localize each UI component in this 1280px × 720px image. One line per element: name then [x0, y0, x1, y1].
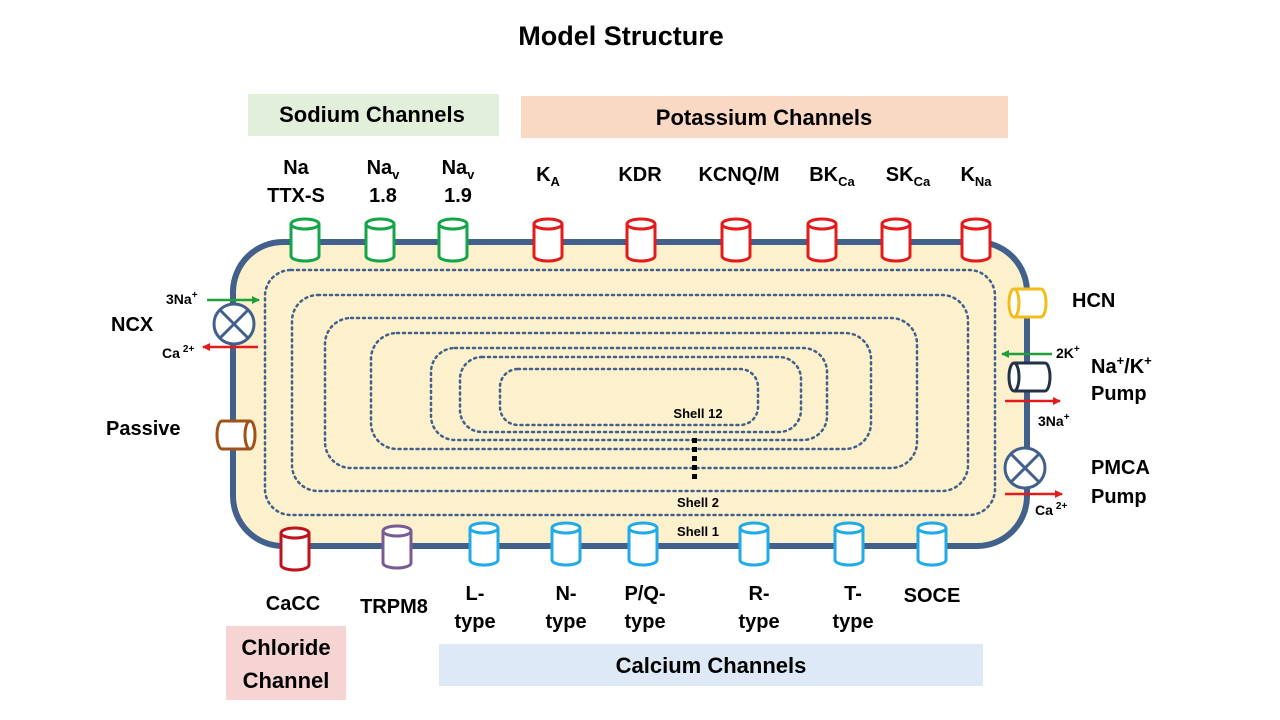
pmca-label-line1: PMCA	[1091, 457, 1150, 479]
soce-label: SOCE	[904, 585, 961, 607]
calcium-category-box	[439, 644, 983, 686]
t-type-label-line2: type	[832, 611, 873, 633]
shell-3-ring	[323, 316, 919, 470]
nak-pump-icon	[1007, 361, 1052, 393]
calcium-channel-pq-type	[627, 521, 659, 567]
r-type-label-line1: R-	[748, 583, 769, 605]
potassium-channel-skca	[880, 217, 912, 263]
pq-type-label-line2: type	[624, 611, 665, 633]
chloride-category-box	[226, 626, 346, 700]
shell-2-label: Shell 2	[677, 495, 719, 510]
potassium-channel-kna	[960, 217, 992, 263]
chloride-category-label-line1: Chloride	[241, 635, 330, 660]
calcium-channel-t-type	[833, 521, 865, 567]
shell-12-ring	[498, 367, 760, 427]
shell-2-ring	[290, 293, 970, 493]
sodium-channel-nav-1-9	[437, 217, 469, 263]
shell-5-ring	[429, 346, 829, 442]
sodium-label-3-line2: 1.9	[444, 185, 472, 207]
sodium-label-3-line1: Nav	[442, 157, 476, 182]
potassium-channel-kcnq-m	[720, 217, 752, 263]
nak-pump-sodium-label: 3Na+	[1038, 412, 1070, 429]
nak-pump-label-line1: Na+/K+	[1091, 353, 1152, 378]
n-type-label-line1: N-	[555, 583, 576, 605]
passive-channel	[215, 419, 257, 451]
potassium-label-bkca: BKCa	[809, 164, 855, 189]
potassium-label-kdr: KDR	[618, 164, 662, 186]
potassium-label-skca: SKCa	[886, 164, 931, 189]
sodium-channel-na-ttx-s	[289, 217, 321, 263]
trpm8-label: TRPM8	[360, 596, 428, 618]
hcn-channel	[1007, 287, 1048, 319]
potassium-channel-ka	[532, 217, 564, 263]
diagram-title: Model Structure	[518, 21, 724, 51]
calcium-channel-n-type	[550, 521, 582, 567]
shell-6-ring	[458, 355, 803, 434]
chloride-category-label-line2: Channel	[243, 668, 330, 693]
pmca-label-line2: Pump	[1091, 486, 1147, 508]
n-type-label-line2: type	[545, 611, 586, 633]
trpm8-channel	[381, 524, 413, 570]
shell-1-label: Shell 1	[677, 524, 719, 539]
potassium-channel-bkca	[806, 217, 838, 263]
sodium-channel-nav-1-8	[364, 217, 396, 263]
potassium-label-ka: KA	[536, 164, 560, 189]
passive-label: Passive	[106, 418, 181, 440]
pq-type-label-line1: P/Q-	[624, 583, 665, 605]
calcium-channel-l-type	[468, 521, 500, 567]
shell-12-label: Shell 12	[673, 406, 722, 421]
sodium-label-1-line1: Na	[283, 157, 309, 179]
l-type-label-line1: L-	[466, 583, 485, 605]
t-type-label-line1: T-	[844, 583, 862, 605]
sodium-label-2-line2: 1.8	[369, 185, 397, 207]
sodium-category-box	[248, 94, 499, 136]
pmca-pump-icon	[1003, 446, 1047, 490]
l-type-label-line2: type	[454, 611, 495, 633]
nak-pump-label-line2: Pump	[1091, 383, 1147, 405]
potassium-channel-kdr	[625, 217, 657, 263]
potassium-category-label: Potassium Channels	[656, 105, 872, 130]
ncx-label: NCX	[111, 314, 154, 336]
hcn-label: HCN	[1072, 290, 1115, 312]
shell-4-ring	[369, 331, 873, 451]
nak-pump-potassium-label: 2K+	[1056, 344, 1080, 361]
potassium-label-kcnq-m: KCNQ/M	[698, 164, 779, 186]
sodium-category-label: Sodium Channels	[279, 102, 465, 127]
shell-1-ring	[263, 268, 997, 517]
potassium-category-box	[521, 96, 1008, 138]
cacc-label: CaCC	[266, 593, 320, 615]
r-type-label-line2: type	[738, 611, 779, 633]
cell-membrane	[230, 239, 1030, 549]
chloride-channel-cacc	[279, 526, 311, 572]
ncx-exchanger-icon	[212, 302, 256, 346]
sodium-label-2-line1: Nav	[367, 157, 401, 182]
calcium-channel-r-type	[738, 521, 770, 567]
potassium-label-kna: KNa	[960, 164, 992, 189]
sodium-label-1-line2: TTX-S	[267, 185, 325, 207]
calcium-channel-soce	[916, 521, 948, 567]
shells	[263, 268, 997, 517]
ncx-sodium-label: 3Na+	[166, 290, 198, 307]
calcium-category-label: Calcium Channels	[616, 653, 807, 678]
shell-ellipsis	[692, 438, 697, 479]
